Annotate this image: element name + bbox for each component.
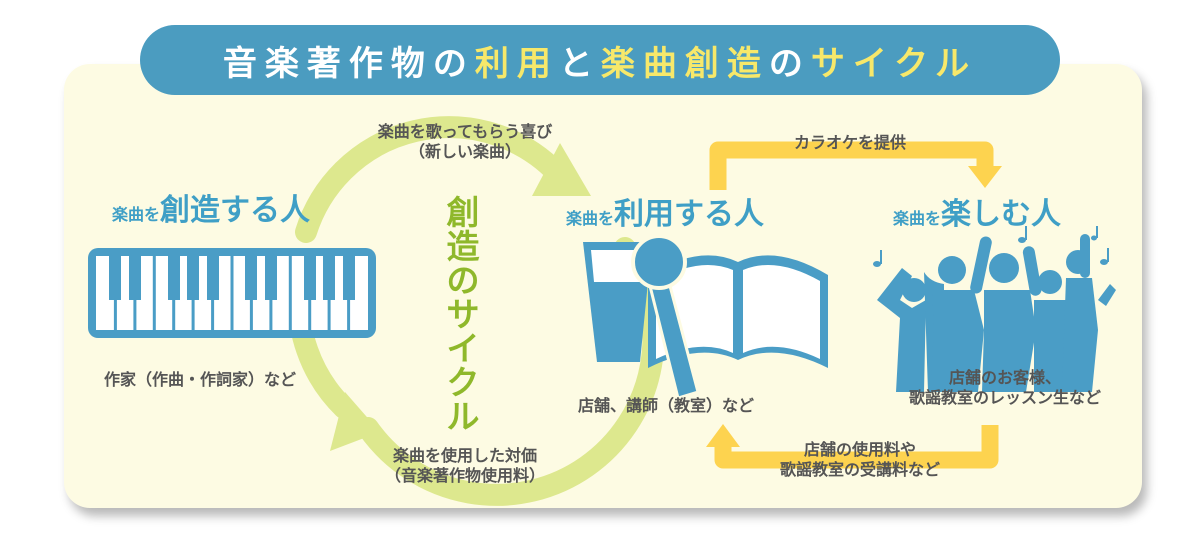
cycle-vertical-char-4: サ xyxy=(446,294,480,334)
piano-keyboard-icon xyxy=(88,248,376,338)
enjoyer-heading-large: 楽しむ人 xyxy=(941,197,1062,232)
microphone-icon xyxy=(631,234,700,400)
cycle-top-label-line-2: （新しい楽曲） xyxy=(408,142,521,161)
user-heading: 楽曲を利用する人 xyxy=(566,196,764,234)
title-part-5: の xyxy=(768,43,811,84)
title-part-2: 利用 xyxy=(474,43,559,84)
title-part-6: サイクル xyxy=(810,43,978,84)
cycle-bottom-label: 楽曲を使用した対価 （音楽著作物使用料） xyxy=(340,446,590,486)
cycle-top-label: 楽曲を歌ってもらう喜び （新しい楽曲） xyxy=(340,122,590,162)
cycle-vertical-char-2: 造 xyxy=(446,226,480,266)
creator-heading: 楽曲を創造する人 xyxy=(112,192,310,230)
creator-heading-small: 楽曲を xyxy=(112,205,161,224)
creator-heading-large: 創造する人 xyxy=(160,193,311,228)
enjoyer-heading: 楽曲を楽しむ人 xyxy=(893,196,1061,234)
karaoke-label: カラオケを提供 xyxy=(793,133,906,152)
cycle-vertical-char-1: 創 xyxy=(446,193,480,232)
creator-caption: 作家（作曲・作詞家）など xyxy=(104,370,297,389)
enjoyer-caption-line-1: 店舗のお客様、 xyxy=(948,368,1061,387)
cycle-bottom-label-line-1: 楽曲を使用した対価 xyxy=(392,446,537,465)
enjoyer-caption: 店舗のお客様、 歌謡教室のレッスン生など xyxy=(880,368,1130,408)
fee-arrow xyxy=(706,424,999,469)
title-part-1: 音楽著作物の xyxy=(222,43,475,84)
user-caption: 店舗、講師（教室）など xyxy=(578,396,755,415)
cycle-vertical-char-5: イ xyxy=(446,328,480,368)
title-part-4: 楽曲創造 xyxy=(600,43,769,84)
cycle-vertical-char-6: ク xyxy=(446,362,480,402)
singing-crowd-icon xyxy=(873,226,1116,392)
fee-label-line-1: 店舗の使用料や xyxy=(803,440,916,459)
karaoke-arrow xyxy=(709,141,1002,190)
cycle-vertical-char-3: の xyxy=(446,260,480,300)
title-part-3: と xyxy=(558,43,601,84)
fee-label: 店舗の使用料や 歌謡教室の受講料など xyxy=(735,440,985,480)
cycle-arrowhead-top xyxy=(532,143,591,196)
cycle-vertical-char-7: ル xyxy=(446,396,480,436)
fee-label-line-2: 歌謡教室の受講料など xyxy=(779,460,940,479)
enjoyer-caption-line-2: 歌謡教室のレッスン生など xyxy=(908,388,1101,407)
cycle-arrowhead-bottom xyxy=(330,392,380,451)
cycle-top-label-line-1: 楽曲を歌ってもらう喜び xyxy=(377,122,553,141)
cycle-vertical-title: 創 造 の サ イ ク ル xyxy=(441,196,485,434)
user-heading-small: 楽曲を xyxy=(566,209,615,228)
user-heading-large: 利用する人 xyxy=(614,197,765,232)
cycle-bottom-label-line-2: （音楽著作物使用料） xyxy=(384,466,545,485)
title-banner: 音楽著作物の利用と楽曲創造のサイクル xyxy=(140,25,1060,95)
enjoyer-heading-small: 楽曲を xyxy=(893,209,942,228)
